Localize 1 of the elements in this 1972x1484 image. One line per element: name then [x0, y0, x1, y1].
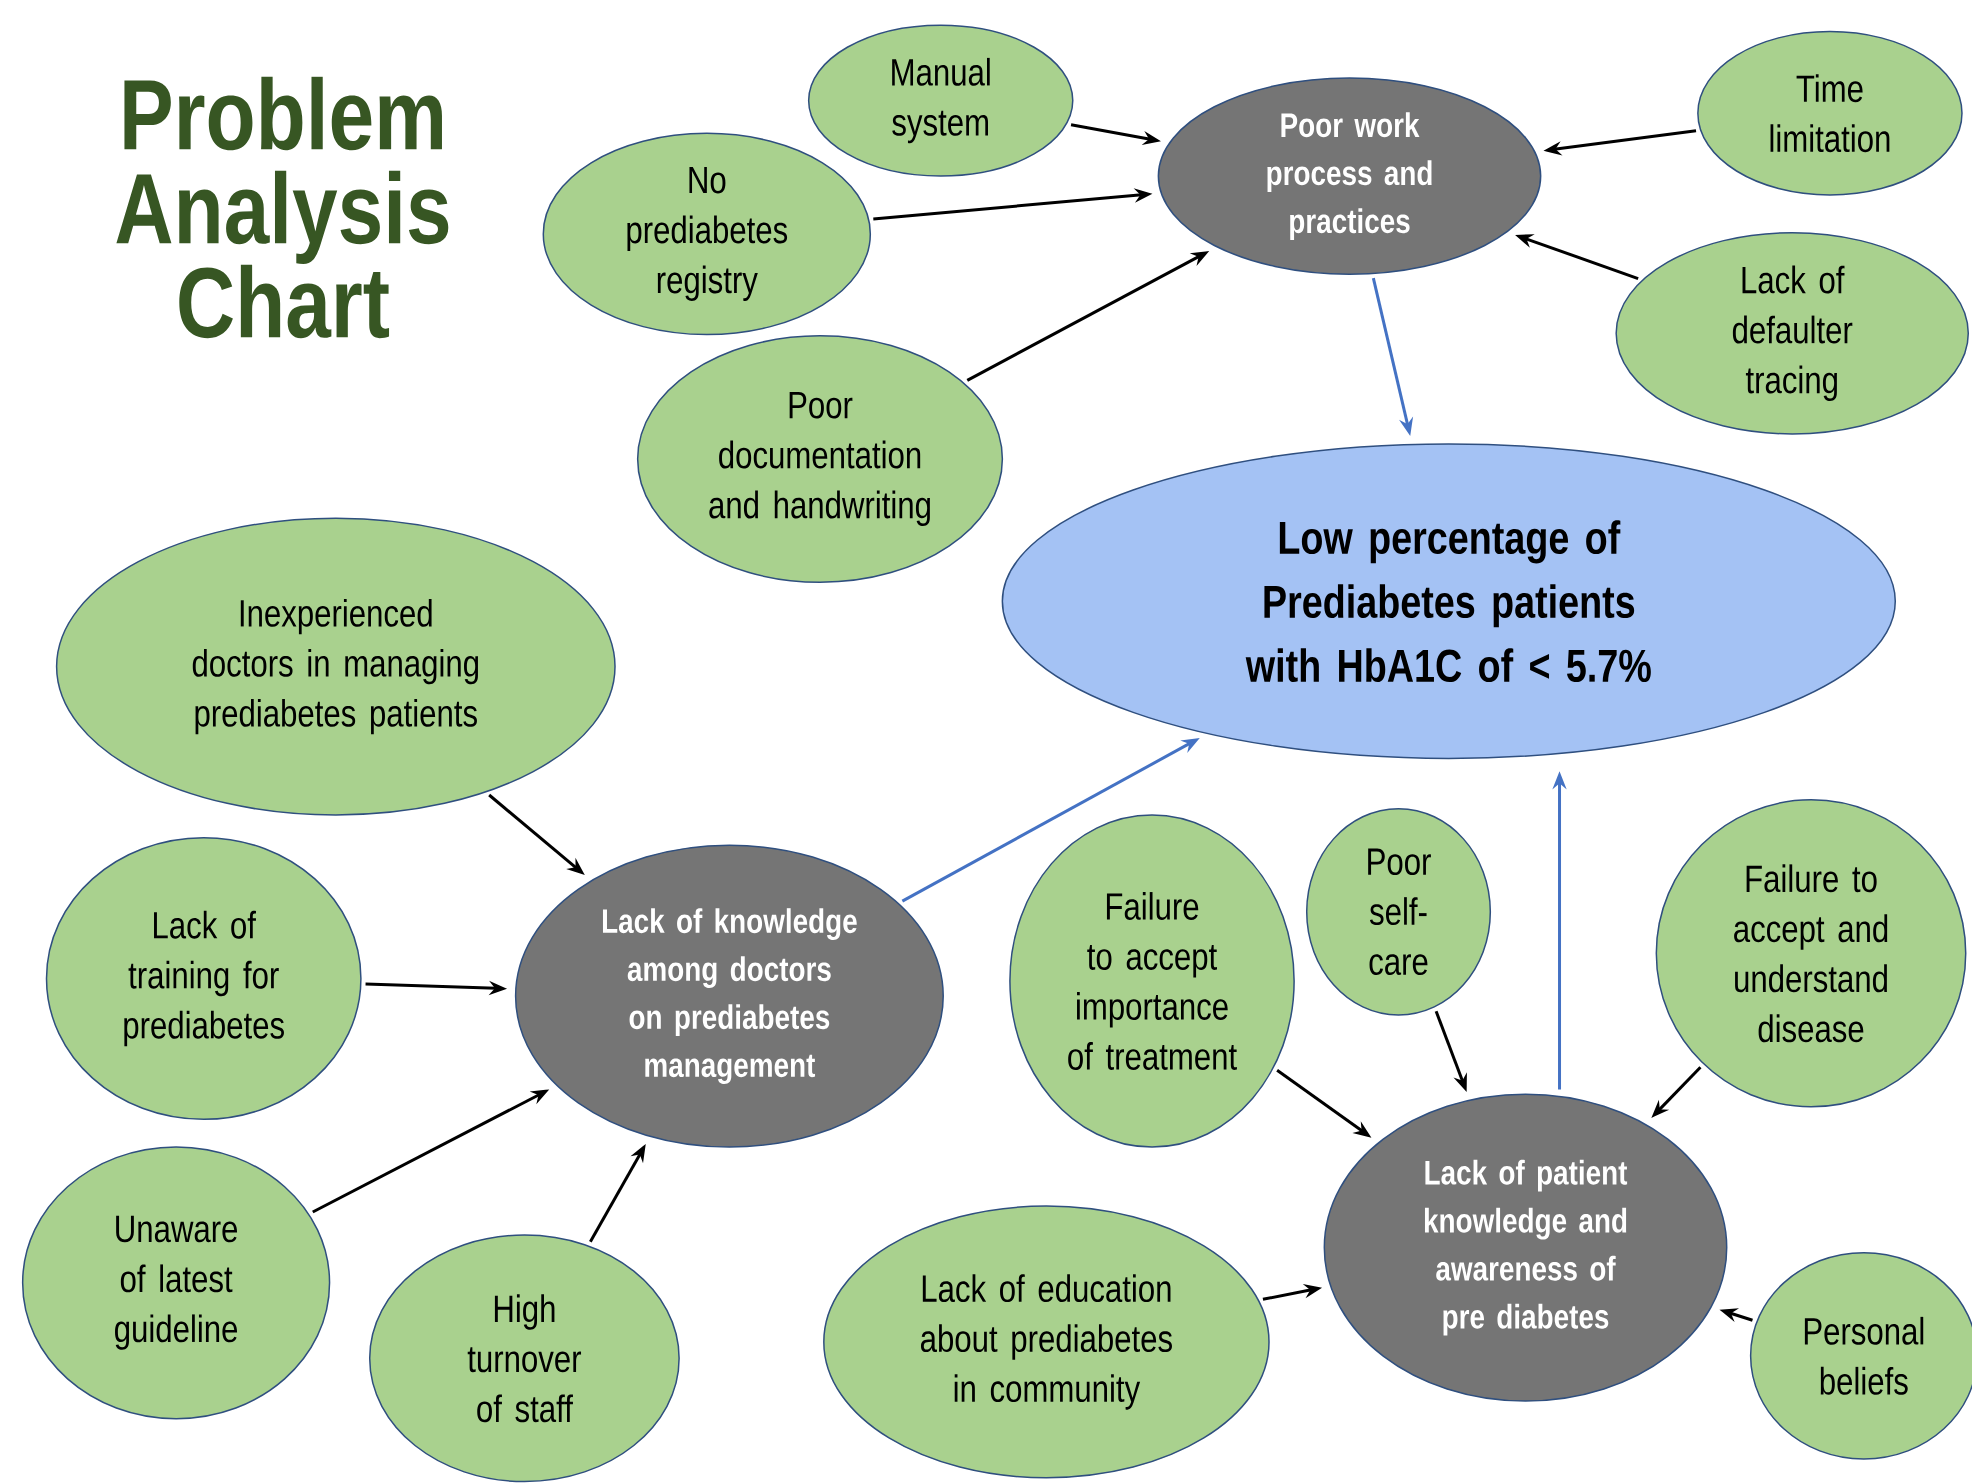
title: Problem Analysis Chart [116, 76, 449, 339]
